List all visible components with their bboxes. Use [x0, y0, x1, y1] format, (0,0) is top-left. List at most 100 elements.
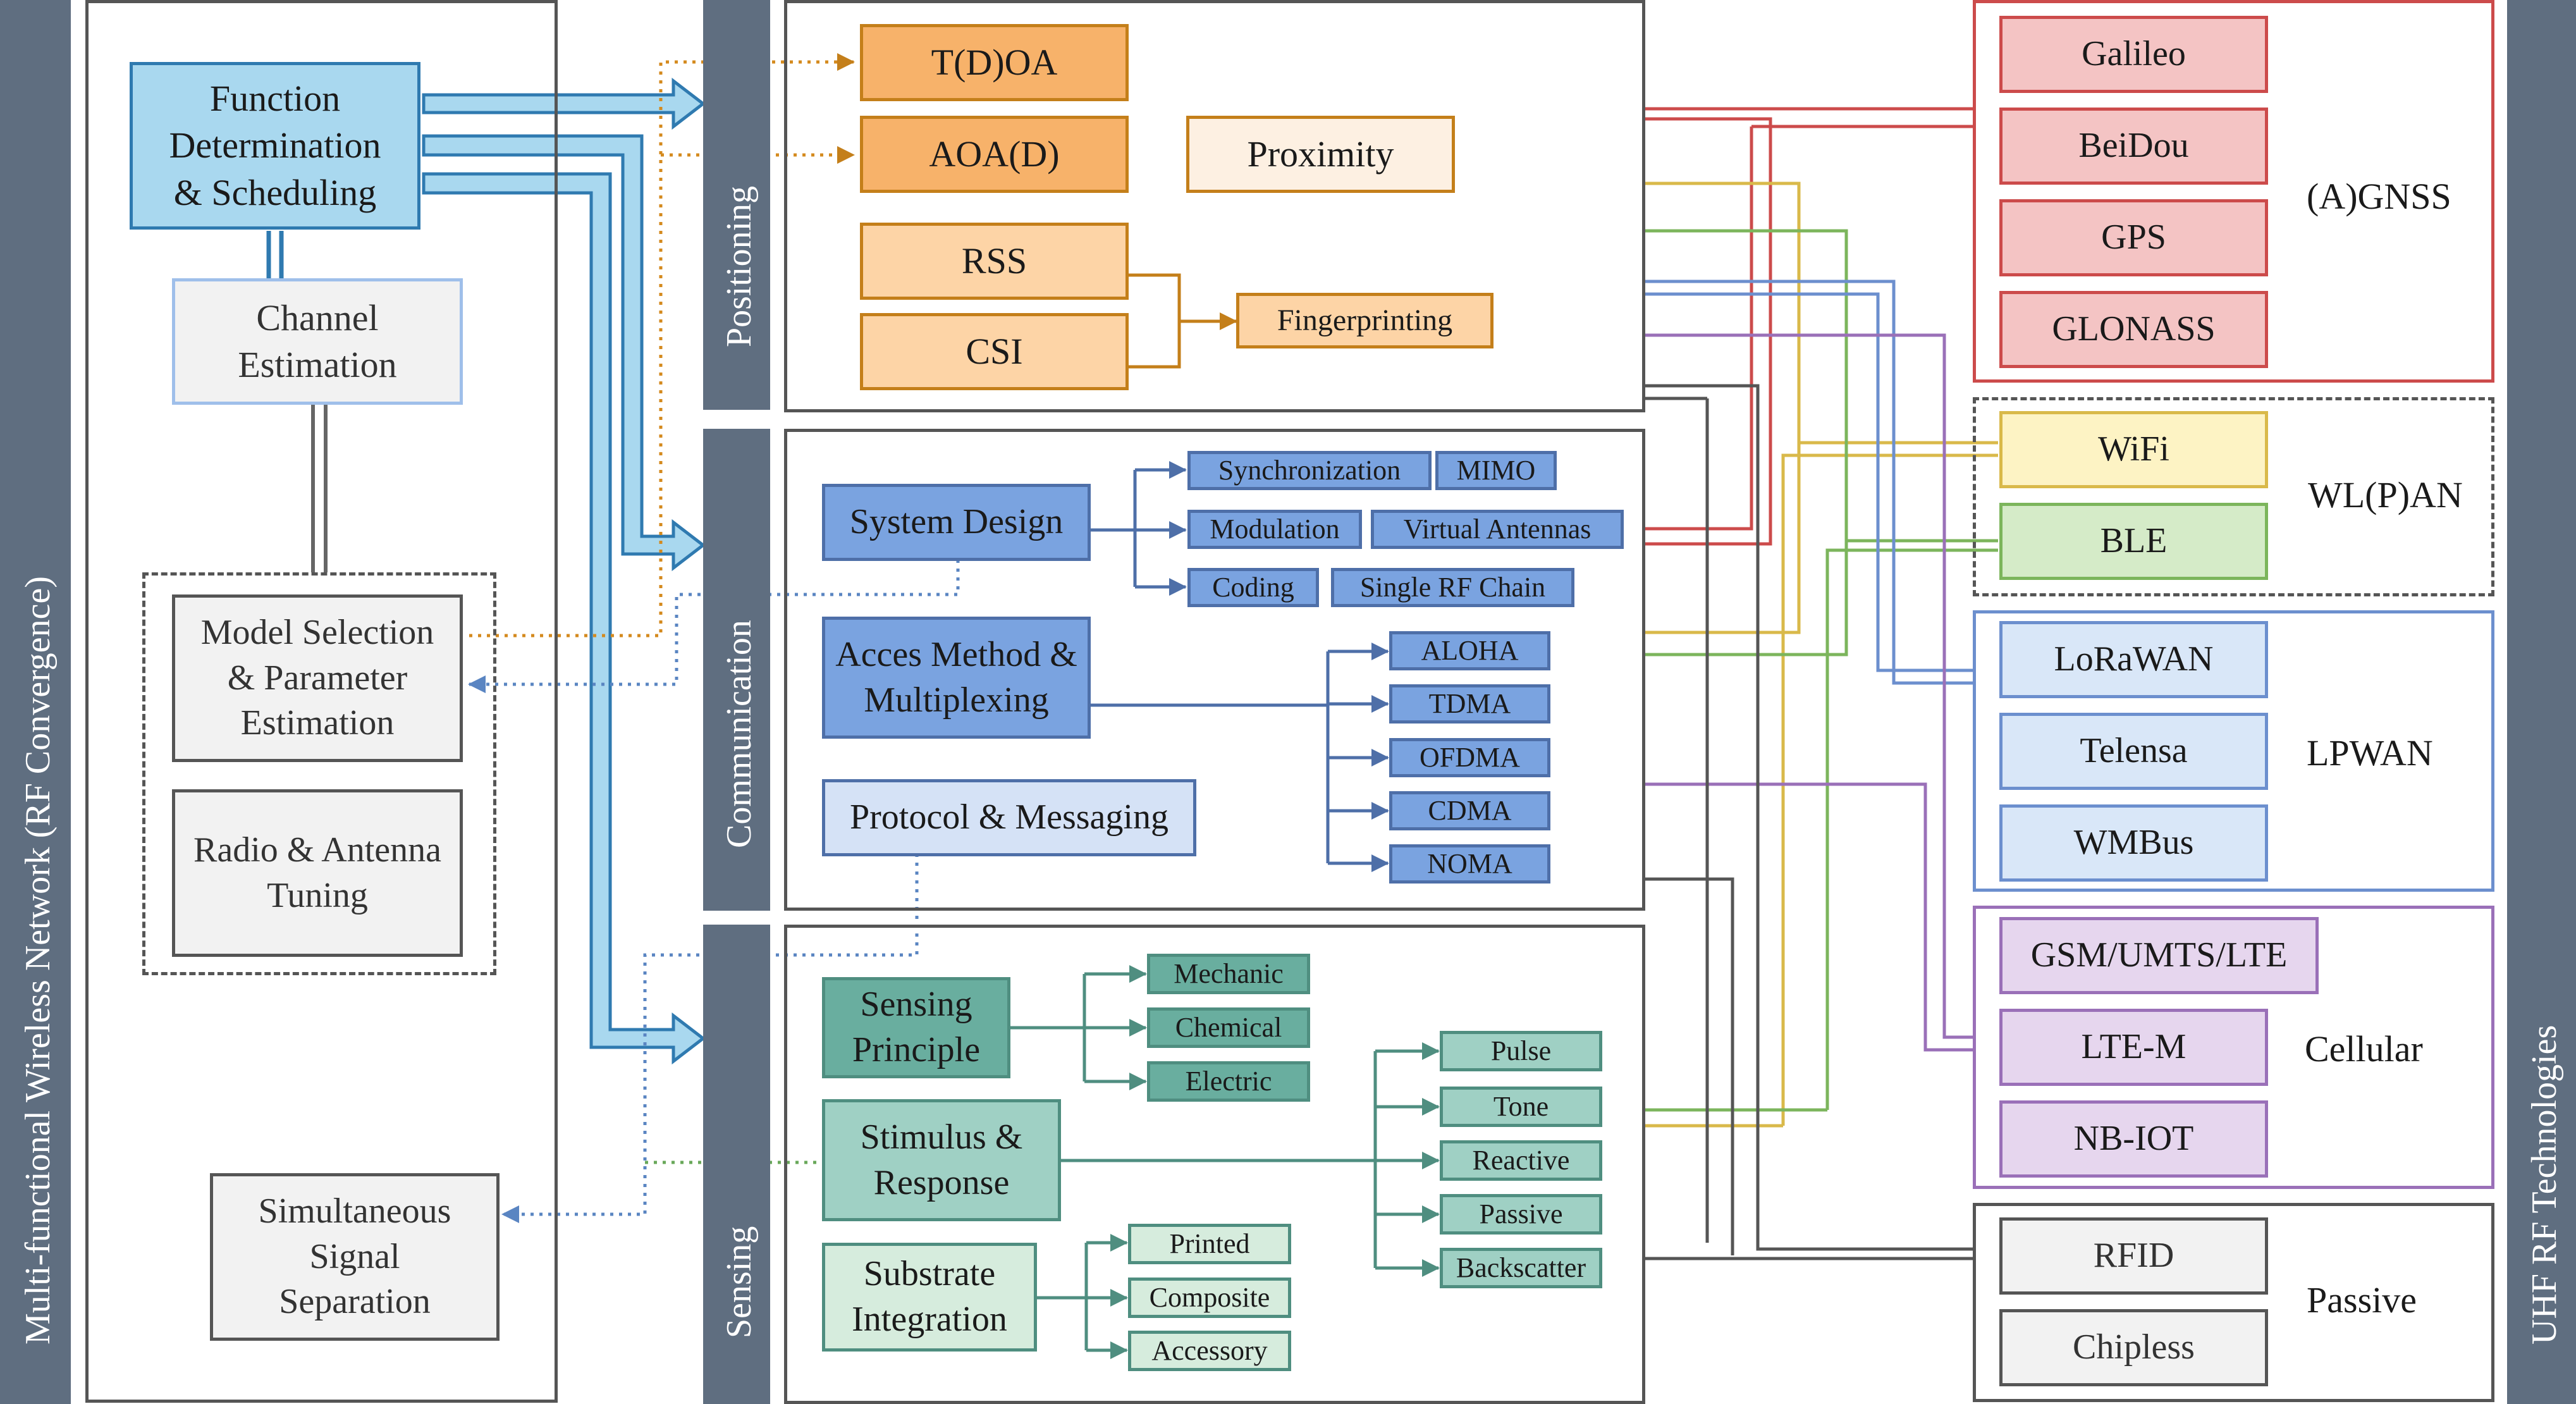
tone-label: Tone	[1493, 1090, 1549, 1122]
passive-sensing-label: Passive	[1479, 1198, 1563, 1229]
lpwan-connectors	[1645, 280, 1973, 685]
wmbus-label: WMBus	[2073, 823, 2194, 863]
sensing-principle-box: Sensing Principle	[822, 977, 1010, 1078]
function-arrows	[422, 77, 706, 1065]
ble-label: BLE	[2100, 521, 2168, 561]
model-selection-box: Model Selection & Parameter Estimation	[172, 594, 463, 762]
reactive-label: Reactive	[1472, 1144, 1570, 1176]
right-bar-title: UHF RF Technologies	[2524, 1025, 2564, 1345]
nb-iot-label: NB-IOT	[2073, 1119, 2194, 1159]
substrate-label: Substrate Integration	[852, 1254, 1007, 1339]
virtual-antennas-box: Virtual Antennas	[1371, 510, 1624, 549]
radio-tuning-box: Radio & Antenna Tuning	[172, 789, 463, 957]
pulse-label: Pulse	[1490, 1035, 1552, 1066]
noma-box: NOMA	[1389, 844, 1550, 884]
proximity-label: Proximity	[1247, 133, 1394, 175]
passive-sensing-box: Passive	[1440, 1194, 1602, 1235]
signal-separation-label: Simultaneous Signal Separation	[258, 1191, 451, 1322]
substrate-box: Substrate Integration	[822, 1243, 1037, 1352]
telensa-box: Telensa	[1999, 713, 2268, 790]
ble-box: BLE	[1999, 503, 2268, 580]
left-panel-frame	[85, 0, 558, 1403]
signal-separation-box: Simultaneous Signal Separation	[210, 1173, 500, 1341]
substrate-tree	[1037, 1234, 1128, 1359]
stimulus-box: Stimulus & Response	[822, 1099, 1061, 1221]
ofdma-label: OFDMA	[1420, 741, 1520, 773]
chemical-label: Chemical	[1175, 1011, 1282, 1043]
electric-box: Electric	[1147, 1061, 1310, 1102]
rss-label: RSS	[961, 240, 1027, 281]
lpwan-frame	[1973, 610, 2494, 892]
single-rf-chain-box: Single RF Chain	[1331, 568, 1574, 607]
virtual-antennas-label: Virtual Antennas	[1403, 513, 1592, 545]
galileo-label: Galileo	[2082, 34, 2186, 74]
beidou-label: BeiDou	[2078, 126, 2189, 166]
access-tree	[1091, 643, 1389, 872]
aloha-label: ALOHA	[1421, 634, 1519, 666]
passive-frame	[1973, 1203, 2494, 1402]
csi-label: CSI	[966, 330, 1023, 372]
fingerprinting-box: Fingerprinting	[1236, 293, 1493, 348]
synchronization-box: Synchronization	[1187, 451, 1432, 490]
nb-iot-box: NB-IOT	[1999, 1100, 2268, 1178]
stimulus-tree	[1061, 1042, 1440, 1277]
sensing-frame	[784, 925, 1645, 1404]
left-side-bar: Multi-functional Wireless Network (RF Co…	[0, 0, 71, 1404]
system-design-tree	[1091, 461, 1187, 596]
fds-to-channel-link	[266, 231, 284, 278]
tone-box: Tone	[1440, 1087, 1602, 1127]
system-design-box: System Design	[822, 484, 1091, 561]
sensing-bar: Sensing	[703, 925, 770, 1404]
cdma-label: CDMA	[1428, 794, 1512, 826]
backscatter-box: Backscatter	[1440, 1248, 1602, 1288]
gnss-connectors	[1645, 107, 1973, 546]
positioning-bar: Positioning	[703, 0, 770, 410]
lte-m-label: LTE-M	[2081, 1027, 2187, 1067]
sensing-title: Sensing	[720, 1226, 759, 1338]
passive-connectors	[1645, 384, 1973, 1260]
chemical-box: Chemical	[1147, 1007, 1310, 1048]
single-rf-chain-label: Single RF Chain	[1359, 571, 1546, 603]
system-design-label: System Design	[849, 502, 1064, 542]
aoa-label: AOA(D)	[929, 133, 1060, 175]
beidou-box: BeiDou	[1999, 108, 2268, 185]
lpwan-group-label: LPWAN	[2307, 732, 2433, 773]
tdoa-label: T(D)OA	[931, 41, 1058, 83]
backscatter-label: Backscatter	[1456, 1252, 1586, 1283]
aoa-box: AOA(D)	[860, 116, 1129, 193]
positioning-title: Positioning	[720, 185, 759, 347]
composite-box: Composite	[1128, 1278, 1291, 1318]
wlan-group-label: WL(P)AN	[2308, 474, 2463, 515]
lte-m-box: LTE-M	[1999, 1009, 2268, 1086]
channel-to-model-link	[311, 405, 328, 572]
left-bar-title: Multi-functional Wireless Network (RF Co…	[18, 576, 58, 1345]
mechanic-box: Mechanic	[1147, 954, 1310, 994]
coding-box: Coding	[1187, 568, 1319, 607]
lorawan-box: LoRaWAN	[1999, 621, 2268, 698]
wifi-connectors	[1645, 182, 1998, 1128]
communication-bar: Communication	[703, 429, 770, 911]
gnss-frame	[1973, 0, 2494, 383]
model-tuning-group	[142, 572, 496, 975]
gps-label: GPS	[2101, 218, 2166, 257]
access-method-box: Acces Method & Multiplexing	[822, 617, 1091, 739]
passive-group-label: Passive	[2307, 1279, 2417, 1321]
modulation-box: Modulation	[1187, 510, 1362, 549]
printed-box: Printed	[1128, 1224, 1291, 1264]
electric-label: Electric	[1185, 1065, 1272, 1097]
reactive-box: Reactive	[1440, 1140, 1602, 1181]
wifi-box: WiFi	[1999, 411, 2268, 488]
cellular-group-label: Cellular	[2305, 1028, 2423, 1069]
modulation-label: Modulation	[1210, 513, 1340, 545]
communication-frame	[784, 429, 1645, 911]
aloha-box: ALOHA	[1389, 631, 1550, 670]
csi-box: CSI	[860, 313, 1129, 390]
proximity-box: Proximity	[1186, 116, 1455, 193]
cellular-connectors	[1645, 333, 1973, 1052]
stimulus-label: Stimulus & Response	[860, 1117, 1023, 1202]
protocol-label: Protocol & Messaging	[850, 797, 1168, 837]
synchronization-label: Synchronization	[1218, 454, 1401, 486]
coding-label: Coding	[1212, 571, 1294, 603]
